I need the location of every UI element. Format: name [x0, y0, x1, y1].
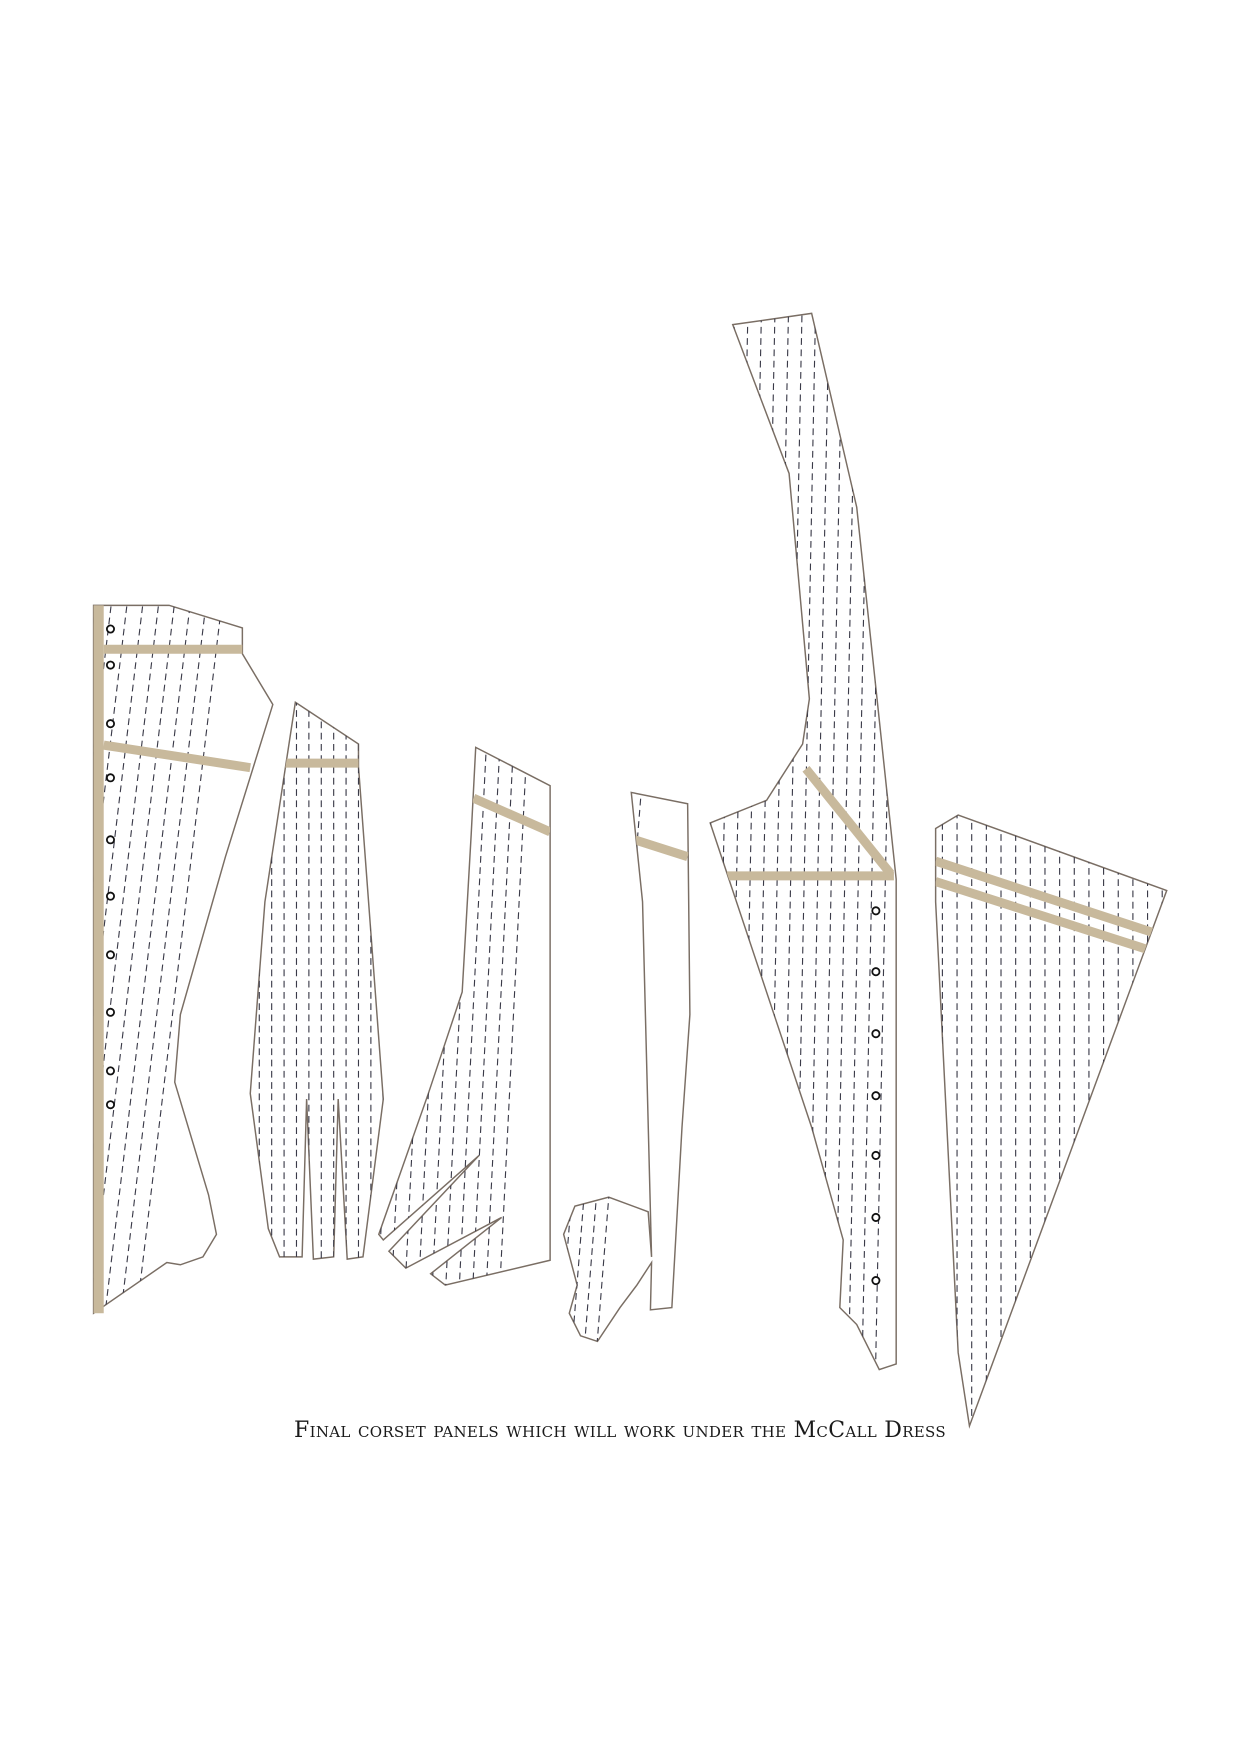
- waist-tape-band: [802, 765, 895, 877]
- eyelet-icon: [105, 773, 115, 783]
- panel-outline: [709, 312, 897, 1371]
- eyelet-icon: [871, 906, 881, 916]
- panel-side-back: [562, 791, 691, 1343]
- boning-channels: [563, 792, 690, 1342]
- eyelet-icon: [871, 1091, 881, 1101]
- boning-line: [476, 747, 538, 1286]
- eyelet-icon: [105, 1066, 115, 1076]
- eyelet-icon: [105, 624, 115, 634]
- panel-outline: [92, 604, 274, 1315]
- eyelet-icon: [871, 1029, 881, 1039]
- waist-tape-band: [471, 793, 551, 837]
- waist-tape-band: [103, 740, 251, 773]
- eyelet-icon: [105, 950, 115, 960]
- eyelet-icon: [871, 1276, 881, 1286]
- boning-line: [93, 605, 230, 1314]
- eyelet-icon: [105, 1007, 115, 1017]
- waist-tape-band: [935, 856, 1157, 938]
- panel-outline: [377, 746, 551, 1286]
- eyelet-icon: [105, 835, 115, 845]
- eyelet-icon: [105, 660, 115, 670]
- waist-tape-band: [633, 835, 690, 862]
- panel-outline: [562, 791, 691, 1343]
- boning-line: [102, 605, 246, 1314]
- eyelet-icon: [871, 1150, 881, 1160]
- boning-line: [449, 747, 511, 1286]
- waist-tape-band: [935, 877, 1152, 955]
- panel-front: [92, 604, 274, 1315]
- boning-line: [382, 747, 443, 1286]
- panel-back-strap: [709, 312, 897, 1371]
- panel-side-front: [249, 701, 385, 1260]
- eyelet-icon: [105, 719, 115, 729]
- eyelet-icon: [105, 891, 115, 901]
- boning-line: [395, 747, 456, 1286]
- busk-strip: [93, 605, 104, 1314]
- boning-line: [378, 747, 429, 1286]
- boning-line: [463, 747, 524, 1286]
- panel-outline: [249, 701, 385, 1260]
- boning-line: [710, 313, 723, 1370]
- panel-back: [934, 814, 1168, 1429]
- boning-line: [409, 747, 470, 1286]
- boning-line: [93, 605, 104, 1314]
- panel-outline: [934, 814, 1168, 1429]
- eyelet-icon: [871, 967, 881, 977]
- figure-caption: Final corset panels which will work unde…: [294, 1418, 946, 1443]
- eyelet-icon: [105, 1100, 115, 1110]
- boning-line: [117, 605, 261, 1314]
- eyelet-icon: [871, 1212, 881, 1222]
- boning-line: [490, 747, 551, 1286]
